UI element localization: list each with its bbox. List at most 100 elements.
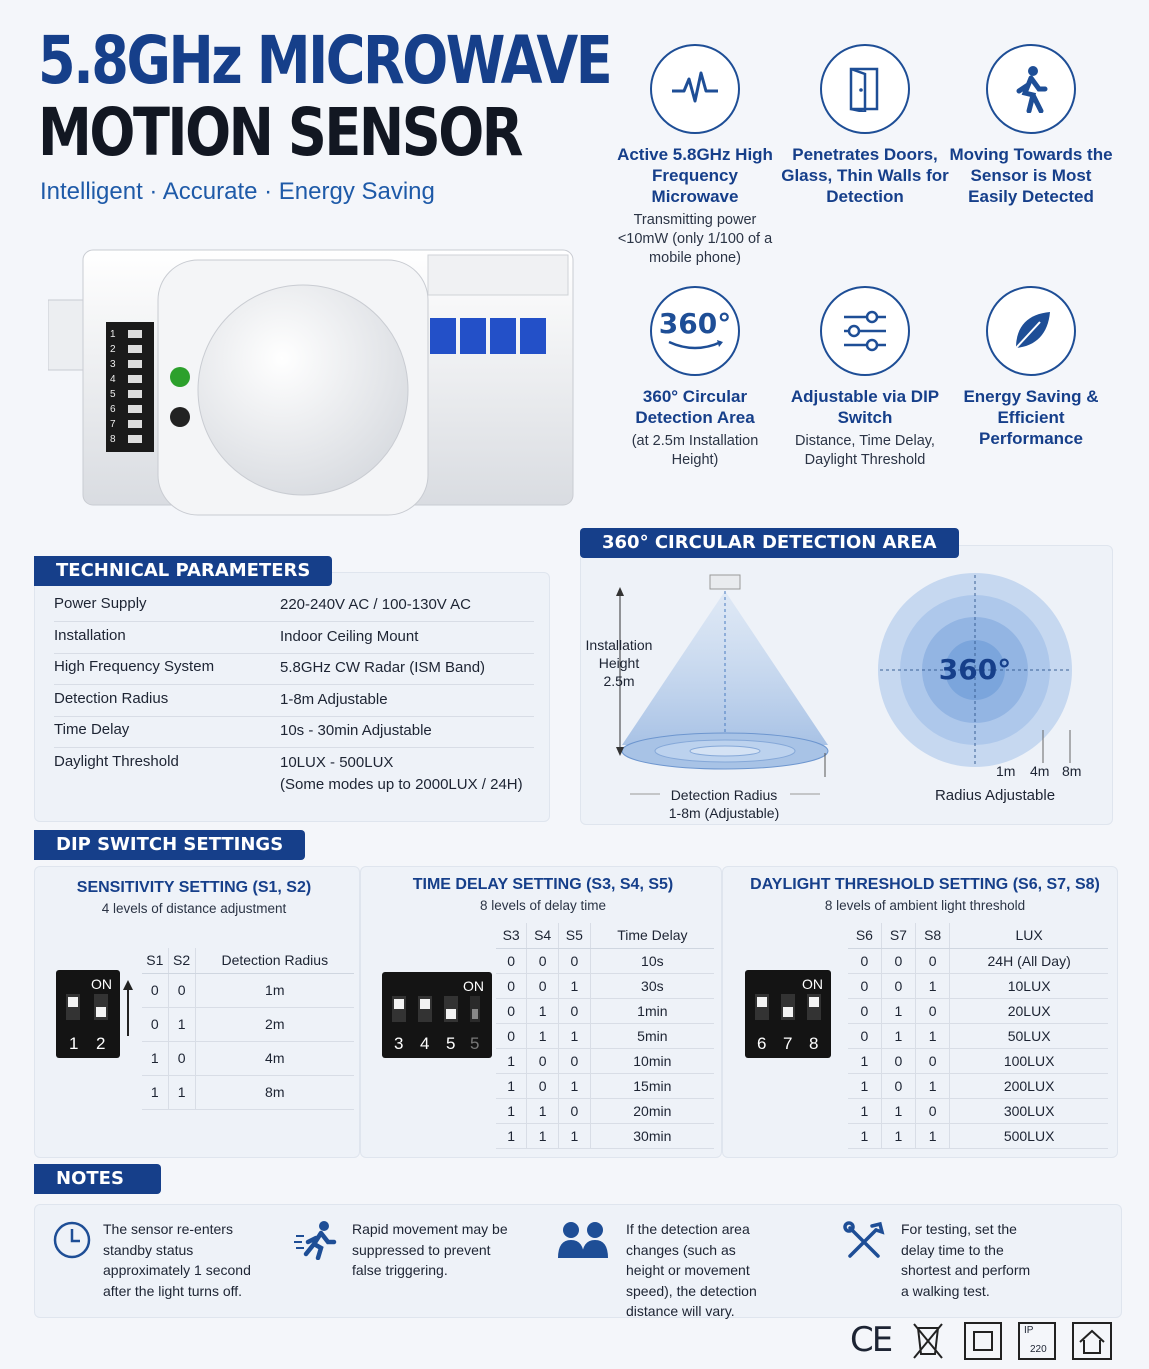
tech-key: Daylight Threshold	[54, 752, 179, 770]
table-cell: 0	[496, 973, 527, 999]
product-dip-number: 1	[110, 329, 116, 340]
clock-icon	[52, 1220, 92, 1265]
table-cell: 1min	[589, 998, 714, 1024]
table-cell: 1	[848, 1048, 882, 1074]
table-header: LUX	[949, 923, 1108, 949]
table-cell: 0	[167, 973, 196, 1008]
feature-title: Energy Saving & Efficient Performance	[963, 387, 1099, 448]
table-cell: 1	[880, 998, 916, 1024]
title-line1: 5.8GHz MICROWAVE	[38, 22, 613, 99]
tech-row: High Frequency System 5.8GHz CW Radar (IS…	[54, 653, 534, 685]
table-header: S4	[526, 923, 559, 949]
tech-row: Power Supply 220-240V AC / 100-130V AC	[54, 590, 534, 622]
radius-adjustable: Radius Adjustable	[934, 787, 1056, 804]
table-cell: 0	[167, 1041, 196, 1076]
product-dip-number: 4	[110, 374, 116, 385]
tools-icon	[842, 1220, 886, 1269]
table-cell: 0	[915, 948, 950, 974]
table-header: S1	[142, 948, 169, 974]
feature-subtitle: Distance, Time Delay, Daylight Threshold	[795, 433, 935, 468]
table-cell: 0	[142, 973, 169, 1008]
table-header: S3	[496, 923, 527, 949]
table-header: S5	[558, 923, 591, 949]
table-cell: 200LUX	[949, 1073, 1108, 1099]
tagline: Intelligent · Accurate · Energy Saving	[40, 178, 435, 205]
table-cell: 0	[880, 1048, 916, 1074]
table-cell: 0	[558, 998, 591, 1024]
time-title: TIME DELAY SETTING (S3, S4, S5)	[412, 876, 674, 893]
notes-panel	[34, 1204, 1122, 1318]
table-header: S7	[880, 923, 916, 949]
sliders-icon	[820, 286, 910, 376]
table-cell: 0	[848, 998, 882, 1024]
detection-header: 360° CIRCULAR DETECTION AREA	[580, 528, 959, 558]
table-cell: 1	[496, 1123, 527, 1149]
table-cell: 1	[558, 1073, 591, 1099]
table-cell: 1	[526, 1023, 559, 1049]
center-360-label: 360°	[939, 653, 1011, 686]
dip-switch-s6-s8: ON 6 7 8	[745, 970, 831, 1058]
table-cell: 0	[848, 1023, 882, 1049]
table-cell: 8m	[194, 1075, 354, 1110]
table-cell: 1	[496, 1073, 527, 1099]
table-cell: 0	[915, 998, 950, 1024]
tech-value: 1-8m Adjustable	[280, 690, 388, 708]
ce-mark: CE	[850, 1320, 893, 1360]
table-cell: 1	[167, 1007, 196, 1042]
table-cell: 5min	[589, 1023, 714, 1049]
tech-value: 5.8GHz CW Radar (ISM Band)	[280, 659, 486, 676]
tech-panel	[34, 572, 550, 822]
table-cell: 1	[848, 1123, 882, 1149]
table-header: S6	[848, 923, 882, 949]
table-cell: 1	[915, 1023, 950, 1049]
table-cell: 500LUX	[949, 1123, 1108, 1149]
ring-label-4m: 4m	[1030, 763, 1050, 779]
tech-key: High Frequency System	[54, 658, 215, 675]
daylight-subtitle: 8 levels of ambient light threshold	[824, 898, 1026, 913]
table-cell: 1	[558, 973, 591, 999]
ring-label-1m: 1m	[996, 763, 1016, 779]
weee-icon	[910, 1320, 946, 1365]
table-cell: 0	[558, 1048, 591, 1074]
feature-title: Penetrates Doors, Glass, Thin Walls for …	[781, 145, 949, 206]
notes-header: NOTES	[34, 1164, 161, 1194]
product-dip-number: 8	[110, 434, 116, 445]
tech-value: 220-240V AC / 100-130V AC	[280, 596, 471, 613]
table-cell: 300LUX	[949, 1098, 1108, 1124]
table-cell: 15min	[589, 1073, 714, 1099]
table-cell: 0	[848, 948, 882, 974]
table-cell: 0	[526, 1073, 559, 1099]
tech-key: Detection Radius	[54, 689, 169, 707]
feature-6: Energy Saving & Efficient Performance	[946, 286, 1116, 449]
tech-key: Power Supply	[54, 595, 147, 612]
feature-title: Active 5.8GHz High Frequency Microwave	[617, 145, 773, 206]
table-cell: 1	[880, 1123, 916, 1149]
detection-diagram: 360°	[616, 573, 1072, 795]
table-cell: 10min	[589, 1048, 714, 1074]
table-cell: 0	[915, 1098, 950, 1124]
daylight-title: DAYLIGHT THRESHOLD SETTING (S6, S7, S8)	[750, 876, 1100, 893]
feature-title: 360° Circular Detection Area	[635, 387, 755, 427]
table-cell: 1	[848, 1098, 882, 1124]
feature-2: Penetrates Doors, Glass, Thin Walls for …	[780, 44, 950, 207]
product-dip-number: 7	[110, 419, 116, 430]
table-header: S8	[915, 923, 950, 949]
